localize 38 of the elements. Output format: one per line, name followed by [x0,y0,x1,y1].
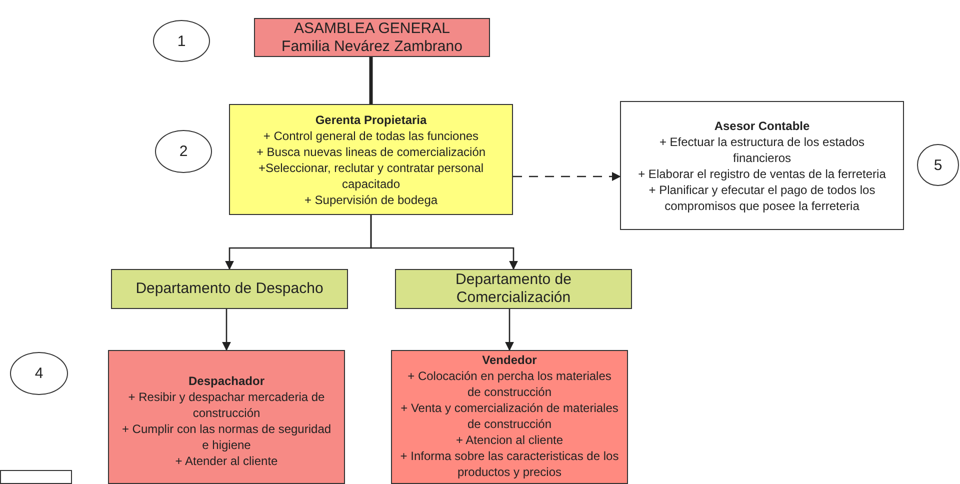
duty-item: + Informa sobre las caracteristicas de los productos y precios [399,448,620,480]
connector-arrow [370,215,518,270]
duty-item: + Control general de todas las funciones [262,128,480,144]
duty-item: + Atender al cliente [174,453,279,469]
connector-arrow [505,309,514,351]
box-text: Departamento de Despacho [134,280,324,298]
duty-item: + Busca nuevas lineas de comercialización [255,144,487,160]
duty-item: + Supervisión de bodega [303,192,439,208]
number-circle: 1 [153,20,210,62]
duty-item: + Efectuar la estructura de los estados financieros [658,134,866,166]
number-circle: 2 [155,130,212,173]
connector-arrow [222,309,231,351]
box-text: ASAMBLEA GENERAL [293,20,451,38]
box-text: Familia Nevárez Zambrano [280,38,464,56]
connector-arrow [513,172,621,181]
org-box [395,269,632,309]
box-title: Gerenta Propietaria [314,112,428,128]
empty-box [0,470,72,484]
duty-item: + Venta y comercialización de materiales de construcción [400,400,620,432]
duty-item: + Cumplir con las normas de seguridad e higiene [120,421,332,453]
duty-item: + Elaborar el registro de ventas de la ferreteria [637,166,887,182]
box-text: Departamento de Comercialización [454,271,572,307]
org-box [111,269,348,309]
org-box [108,350,345,484]
org-box [229,104,513,215]
number-circle: 5 [917,144,959,186]
duty-item: + Colocación en percha los materiales de construcción [406,368,612,400]
box-title: Vendedor [481,352,538,368]
duty-item: +Seleccionar, reclutar y contratar personal capacitado [257,160,485,192]
box-title: Asesor Contable [713,118,811,134]
duty-item: + Resibir y despachar mercaderia de construcción [127,389,326,421]
box-title: Despachador [187,373,266,389]
org-box [254,18,490,57]
duty-item: + Atencion al cliente [454,432,564,448]
org-box [620,101,904,230]
org-box [391,350,628,484]
duty-item: + Planificar y efecutar el pago de todos los compromisos que posee la ferreteria [648,182,876,214]
number-circle: 4 [10,352,68,395]
